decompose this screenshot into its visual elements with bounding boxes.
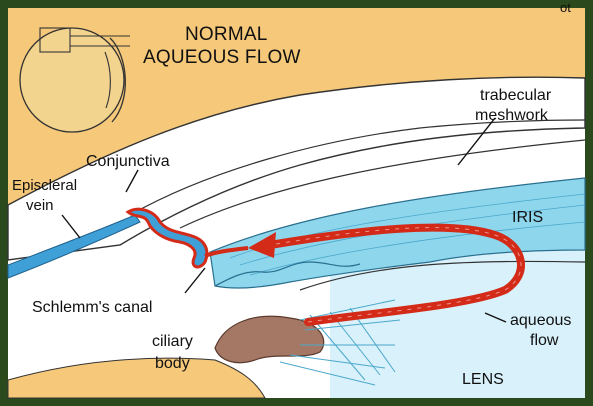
title-line2: AQUEOUS FLOW — [143, 47, 301, 68]
label-trabecular-line2: meshwork — [475, 107, 549, 124]
label-ciliary-line2: body — [155, 355, 190, 372]
label-episcleral-line2: vein — [26, 197, 54, 214]
label-iris: IRIS — [512, 209, 543, 226]
label-trabecular-line1: trabecular — [480, 87, 552, 104]
title-line1: NORMAL — [185, 24, 268, 45]
label-aqueous-line1: aqueous — [510, 312, 571, 329]
label-aqueous-line2: flow — [530, 332, 559, 349]
label-conjunctiva: Conjunctiva — [86, 153, 170, 170]
label-episcleral-line1: Episcleral — [12, 177, 77, 194]
label-lens: LENS — [462, 371, 504, 388]
corner-text: ot — [560, 0, 571, 15]
label-schlemms-canal: Schlemm's canal — [32, 299, 152, 316]
label-ciliary-line1: ciliary — [152, 333, 193, 350]
